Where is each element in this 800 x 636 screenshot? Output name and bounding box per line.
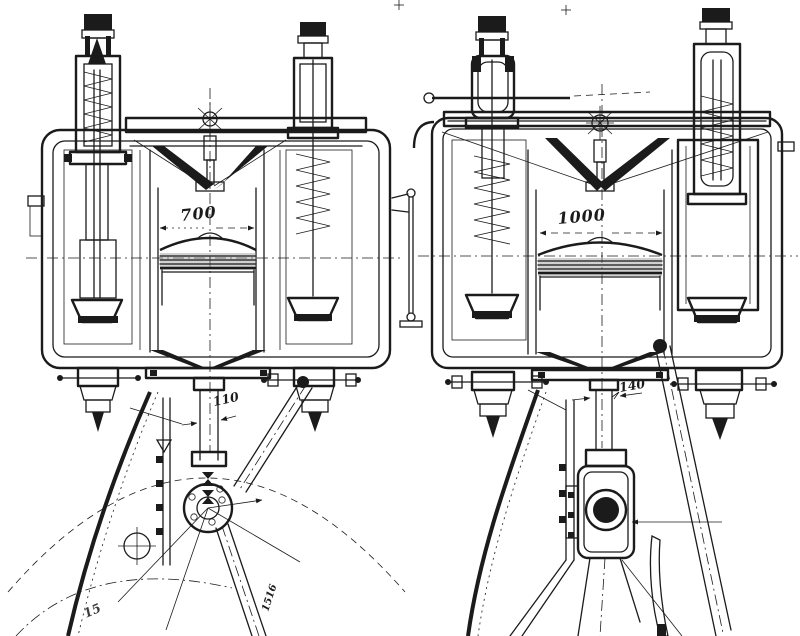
stem-dimension: 110 — [129, 389, 241, 427]
bottom-bracket — [565, 448, 722, 636]
mount-flange — [144, 366, 272, 380]
valve-spring — [473, 155, 511, 245]
inlet-valve-assembly — [57, 14, 141, 432]
drain-tip — [712, 418, 728, 440]
valve-cage — [76, 366, 120, 388]
mudguard-curve — [66, 391, 159, 636]
valve-cage — [694, 368, 744, 392]
valve-cap — [300, 22, 326, 36]
mount-flange — [530, 368, 670, 382]
valve-cap — [478, 16, 506, 32]
combustion-chamber-roof — [441, 131, 769, 192]
inlet-valve-chamber — [63, 149, 133, 345]
bottom-bracket-hub — [182, 472, 263, 534]
bore-dimension: 1000 — [539, 205, 663, 236]
control-rod — [391, 188, 423, 328]
drain-tip — [92, 412, 104, 432]
mudguard-stay-blade — [649, 535, 669, 636]
down-tube — [233, 376, 313, 493]
side-lug — [777, 141, 795, 152]
valve-spring — [295, 153, 331, 235]
piston-ring-band — [538, 258, 662, 276]
drain-tip — [308, 412, 322, 432]
mudguard-curve — [466, 389, 547, 636]
stem-dimension: 140 — [571, 376, 647, 402]
register-ticks — [394, 0, 571, 15]
left-engine-section: 700 110 — [7, 14, 406, 636]
housing-flange — [68, 150, 128, 166]
valve-spring — [83, 71, 113, 143]
frame-tube — [649, 339, 732, 636]
valve-spring — [700, 95, 734, 177]
frame-tube-mark-label: 1516 — [260, 583, 279, 613]
valve-jacket-sleeve — [676, 138, 760, 312]
engine-body — [412, 110, 795, 370]
right-engine-section: 1000 140 — [412, 8, 798, 636]
valve-cap — [702, 8, 730, 22]
spark-plug — [197, 102, 223, 185]
lower-mount — [144, 350, 272, 468]
cylinder-head-deck — [124, 116, 368, 134]
inlet-valve-assembly — [423, 16, 651, 438]
engine-body — [27, 116, 392, 370]
valve-cap — [84, 14, 112, 30]
bore-dimension-label: 700 — [179, 202, 217, 225]
register-mark — [202, 490, 214, 504]
stem-dimension-label: 140 — [618, 376, 647, 395]
tube-collar — [588, 378, 620, 392]
cable-channel — [509, 389, 575, 636]
exhaust-valve-assembly — [261, 22, 361, 432]
exhaust-valve-assembly — [671, 8, 777, 440]
plug-boss — [585, 181, 615, 192]
piston-crown — [159, 236, 257, 252]
cylinder-and-piston — [149, 149, 265, 353]
corner-mark-label: 15 — [81, 600, 103, 621]
tube-collar — [192, 376, 226, 392]
drain-tip — [486, 416, 500, 438]
inlet-valve-chamber — [451, 139, 527, 341]
piston-ring-band — [160, 253, 256, 270]
stem-dimension-label: 110 — [212, 389, 241, 409]
tube-step — [584, 448, 628, 468]
plug-boss — [195, 181, 225, 192]
chain-stay-tube: 1516 — [215, 523, 279, 636]
lower-mount — [530, 352, 670, 451]
bore-dimension: 700 — [159, 202, 255, 231]
crank-axle-bore — [593, 497, 619, 523]
valve-cage — [470, 370, 516, 392]
lift-arrow — [88, 38, 106, 64]
spark-plug — [586, 106, 614, 187]
cylinder-and-piston — [527, 149, 673, 355]
piston-crown — [537, 241, 663, 257]
register-mark — [202, 472, 214, 486]
bore-dimension-label: 1000 — [557, 205, 607, 228]
pipe-elbow — [412, 120, 435, 149]
valve-spring-housing — [74, 54, 122, 154]
combustion-chamber-roof — [133, 139, 287, 192]
exhaust-valve-chamber — [285, 149, 353, 345]
cable-channel — [155, 397, 173, 566]
wheel-arcs — [7, 477, 406, 636]
